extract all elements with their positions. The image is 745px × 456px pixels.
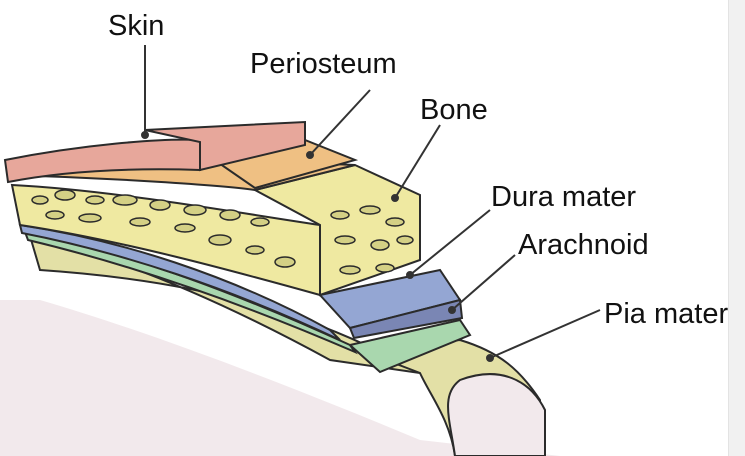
pia-leader — [490, 310, 600, 358]
bone-label: Bone — [420, 96, 488, 125]
bone-leader — [395, 125, 440, 198]
dura-leader — [410, 210, 490, 275]
dura-mater-label: Dura mater — [491, 183, 636, 212]
pia-mater-label: Pia mater — [604, 300, 728, 329]
skin-label: Skin — [108, 12, 164, 41]
scrollbar-track[interactable] — [728, 0, 745, 456]
arachnoid-leader — [452, 255, 515, 310]
arachnoid-label: Arachnoid — [518, 231, 649, 260]
periosteum-leader — [310, 90, 370, 155]
periosteum-label: Periosteum — [250, 50, 397, 79]
